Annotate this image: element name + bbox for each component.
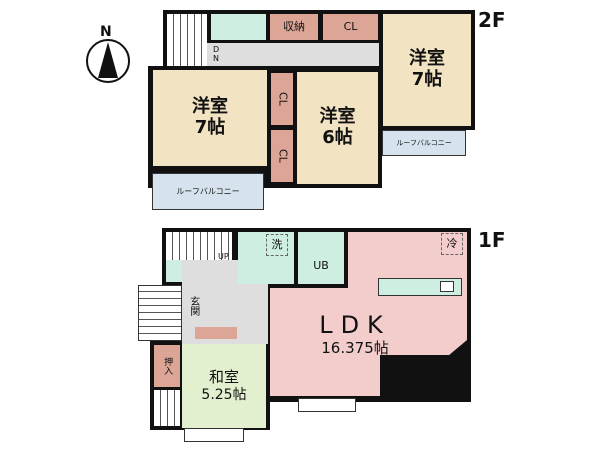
closet-b: CL xyxy=(271,130,293,182)
compass: N xyxy=(84,24,132,84)
ldk-lower xyxy=(270,288,380,396)
stove-icon xyxy=(440,281,454,292)
window-steps xyxy=(154,390,180,426)
floor-label-1f: 1F xyxy=(478,228,506,252)
down-label: DN xyxy=(213,45,220,63)
compass-icon xyxy=(86,39,130,83)
entrance-porch xyxy=(138,285,182,341)
up-label: UP xyxy=(218,252,229,261)
japanese-closet: 押入 xyxy=(154,345,180,387)
hallway-2f xyxy=(207,43,379,66)
japanese-window xyxy=(184,428,244,442)
ldk-label: LDK 16.375帖 xyxy=(319,311,391,357)
western-room-right: 洋室 7帖 xyxy=(383,14,471,126)
roof-balcony-right: ルーフバルコニー xyxy=(382,130,466,156)
western-room-left: 洋室 7帖 xyxy=(153,70,267,166)
toilet-2f xyxy=(211,14,266,40)
entrance-label: 玄関 xyxy=(187,296,199,316)
western-room-middle: 洋室 6帖 xyxy=(297,72,378,184)
closet-top: CL xyxy=(323,14,378,40)
shoe-cabinet xyxy=(195,327,237,339)
staircase-1f xyxy=(166,232,232,260)
fridge-space: 冷 xyxy=(441,233,463,255)
staircase-2f xyxy=(167,14,207,66)
floor-label-2f: 2F xyxy=(478,8,506,32)
compass-north-label: N xyxy=(100,24,112,40)
storage-room: 収納 xyxy=(270,14,318,40)
japanese-room: 和室 5.25帖 xyxy=(182,344,266,428)
washer-space: 洗 xyxy=(266,234,288,256)
roof-balcony-left: ルーフバルコニー xyxy=(152,173,264,210)
closet-a: CL xyxy=(271,73,293,125)
unit-bath: UB xyxy=(298,232,344,284)
ldk-window xyxy=(298,398,356,412)
